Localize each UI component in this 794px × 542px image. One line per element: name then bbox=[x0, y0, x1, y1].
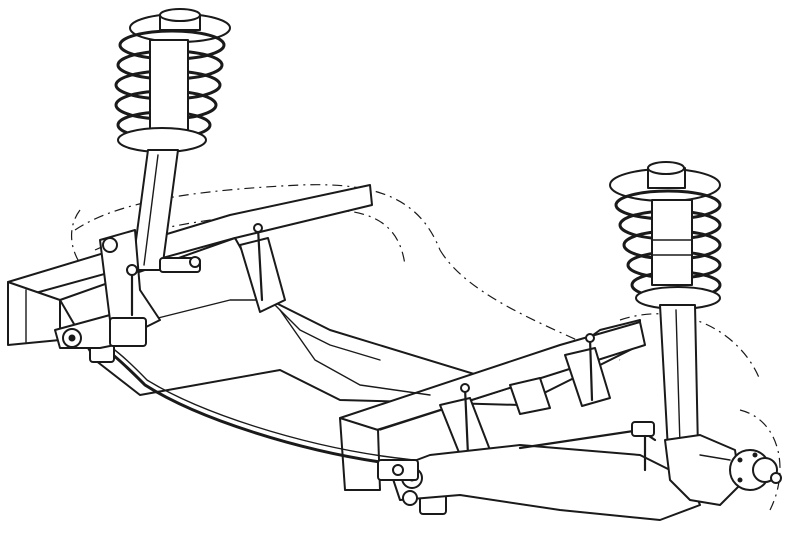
subframe-mount-brackets bbox=[239, 223, 611, 461]
steering-knuckle bbox=[664, 434, 782, 506]
subframe-crossmember bbox=[7, 184, 646, 491]
left-coil-spring-strut bbox=[99, 8, 231, 336]
subframe-bushings bbox=[109, 317, 419, 481]
right-coil-spring-strut bbox=[609, 161, 722, 451]
right-lower-control-arm bbox=[389, 421, 701, 521]
